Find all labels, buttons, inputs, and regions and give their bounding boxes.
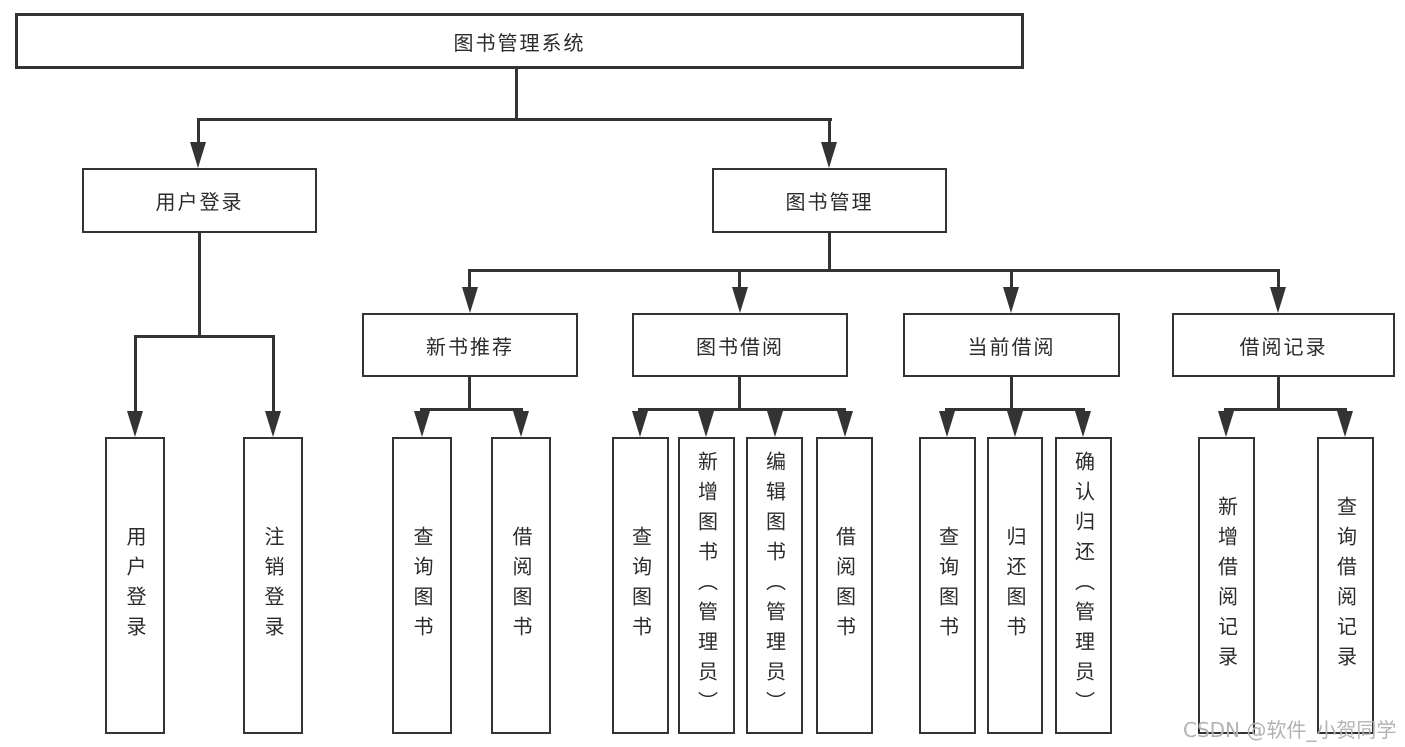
connector-line: [828, 233, 831, 271]
node-book-management: 图书管理: [712, 168, 947, 233]
arrow-down-icon: [127, 411, 143, 437]
leaf-borrow-books-recommend: 借阅图书: [491, 437, 551, 734]
leaf-return-books-label: 归还图书: [1003, 525, 1027, 646]
connector-line: [638, 408, 846, 411]
leaf-add-books-admin: 新增图书（管理员）: [678, 437, 735, 734]
connector-line: [945, 408, 1085, 411]
leaf-logout-label: 注销登录: [261, 525, 285, 646]
leaf-return-books: 归还图书: [987, 437, 1043, 734]
leaf-query-books-current: 查询图书: [919, 437, 976, 734]
arrow-down-icon: [513, 411, 529, 437]
arrow-down-icon: [1218, 411, 1234, 437]
arrow-down-icon: [767, 411, 783, 437]
arrow-down-icon: [1003, 287, 1019, 313]
arrow-down-icon: [939, 411, 955, 437]
leaf-user-login: 用户登录: [105, 437, 165, 734]
leaf-confirm-return-admin-label: 确认归还（管理员）: [1071, 450, 1096, 721]
leaf-add-borrow-record: 新增借阅记录: [1198, 437, 1255, 734]
connector-line: [1277, 377, 1280, 410]
arrow-down-icon: [732, 287, 748, 313]
connector-line: [198, 233, 201, 337]
node-book-borrowing-label: 图书借阅: [696, 334, 784, 359]
connector-line: [468, 269, 471, 289]
arrow-down-icon: [632, 411, 648, 437]
connector-line: [468, 377, 471, 410]
arrow-down-icon: [1270, 287, 1286, 313]
node-current-borrowing-label: 当前借阅: [967, 334, 1056, 359]
connector-line: [1010, 269, 1013, 289]
leaf-confirm-return-admin: 确认归还（管理员）: [1055, 437, 1112, 734]
arrow-down-icon: [837, 411, 853, 437]
connector-line: [272, 335, 275, 413]
arrow-down-icon: [190, 142, 206, 168]
leaf-borrow-books-borrowing-label: 借阅图书: [832, 525, 857, 646]
node-new-book-recommend: 新书推荐: [362, 313, 578, 377]
leaf-query-books-borrowing-label: 查询图书: [628, 525, 653, 646]
leaf-edit-books-admin-label: 编辑图书（管理员）: [762, 450, 787, 721]
connector-line: [134, 335, 275, 338]
connector-line: [197, 118, 832, 121]
connector-line: [1277, 269, 1280, 289]
arrow-down-icon: [414, 411, 430, 437]
node-current-borrowing: 当前借阅: [903, 313, 1120, 377]
leaf-query-books-recommend-label: 查询图书: [410, 525, 434, 646]
node-new-book-recommend-label: 新书推荐: [426, 334, 514, 359]
node-user-login: 用户登录: [82, 168, 317, 233]
connector-line: [1010, 377, 1013, 410]
leaf-edit-books-admin: 编辑图书（管理员）: [746, 437, 803, 734]
arrow-down-icon: [821, 142, 837, 168]
leaf-borrow-books-borrowing: 借阅图书: [816, 437, 873, 734]
leaf-query-borrow-record-label: 查询借阅记录: [1333, 495, 1358, 676]
leaf-query-books-borrowing: 查询图书: [612, 437, 669, 734]
leaf-query-books-recommend: 查询图书: [392, 437, 452, 734]
node-root: 图书管理系统: [15, 13, 1024, 69]
leaf-query-books-current-label: 查询图书: [935, 525, 960, 646]
node-user-login-label: 用户登录: [155, 190, 244, 214]
arrow-down-icon: [1007, 411, 1023, 437]
connector-line: [738, 377, 741, 410]
connector-line: [197, 118, 200, 146]
leaf-add-books-admin-label: 新增图书（管理员）: [694, 450, 719, 721]
connector-line: [738, 269, 741, 289]
leaf-logout: 注销登录: [243, 437, 303, 734]
connector-line: [420, 408, 523, 411]
connector-line: [515, 69, 518, 121]
leaf-query-borrow-record: 查询借阅记录: [1317, 437, 1374, 734]
leaf-user-login-label: 用户登录: [123, 525, 147, 646]
node-borrowing-records-label: 借阅记录: [1239, 334, 1328, 359]
node-root-label: 图书管理系统: [453, 30, 586, 55]
node-book-management-label: 图书管理: [785, 190, 874, 214]
arrow-down-icon: [462, 287, 478, 313]
leaf-add-borrow-record-label: 新增借阅记录: [1214, 495, 1239, 676]
csdn-watermark: CSDN @软件_小贺同学: [1183, 718, 1397, 742]
arrow-down-icon: [1075, 411, 1091, 437]
connector-line: [134, 335, 137, 413]
leaf-borrow-books-recommend-label: 借阅图书: [509, 525, 533, 646]
arrow-down-icon: [698, 411, 714, 437]
connector-line: [1224, 408, 1347, 411]
arrow-down-icon: [265, 411, 281, 437]
node-borrowing-records: 借阅记录: [1172, 313, 1395, 377]
node-book-borrowing: 图书借阅: [632, 313, 848, 377]
connector-line: [469, 269, 1280, 272]
arrow-down-icon: [1337, 411, 1353, 437]
connector-line: [828, 118, 831, 146]
